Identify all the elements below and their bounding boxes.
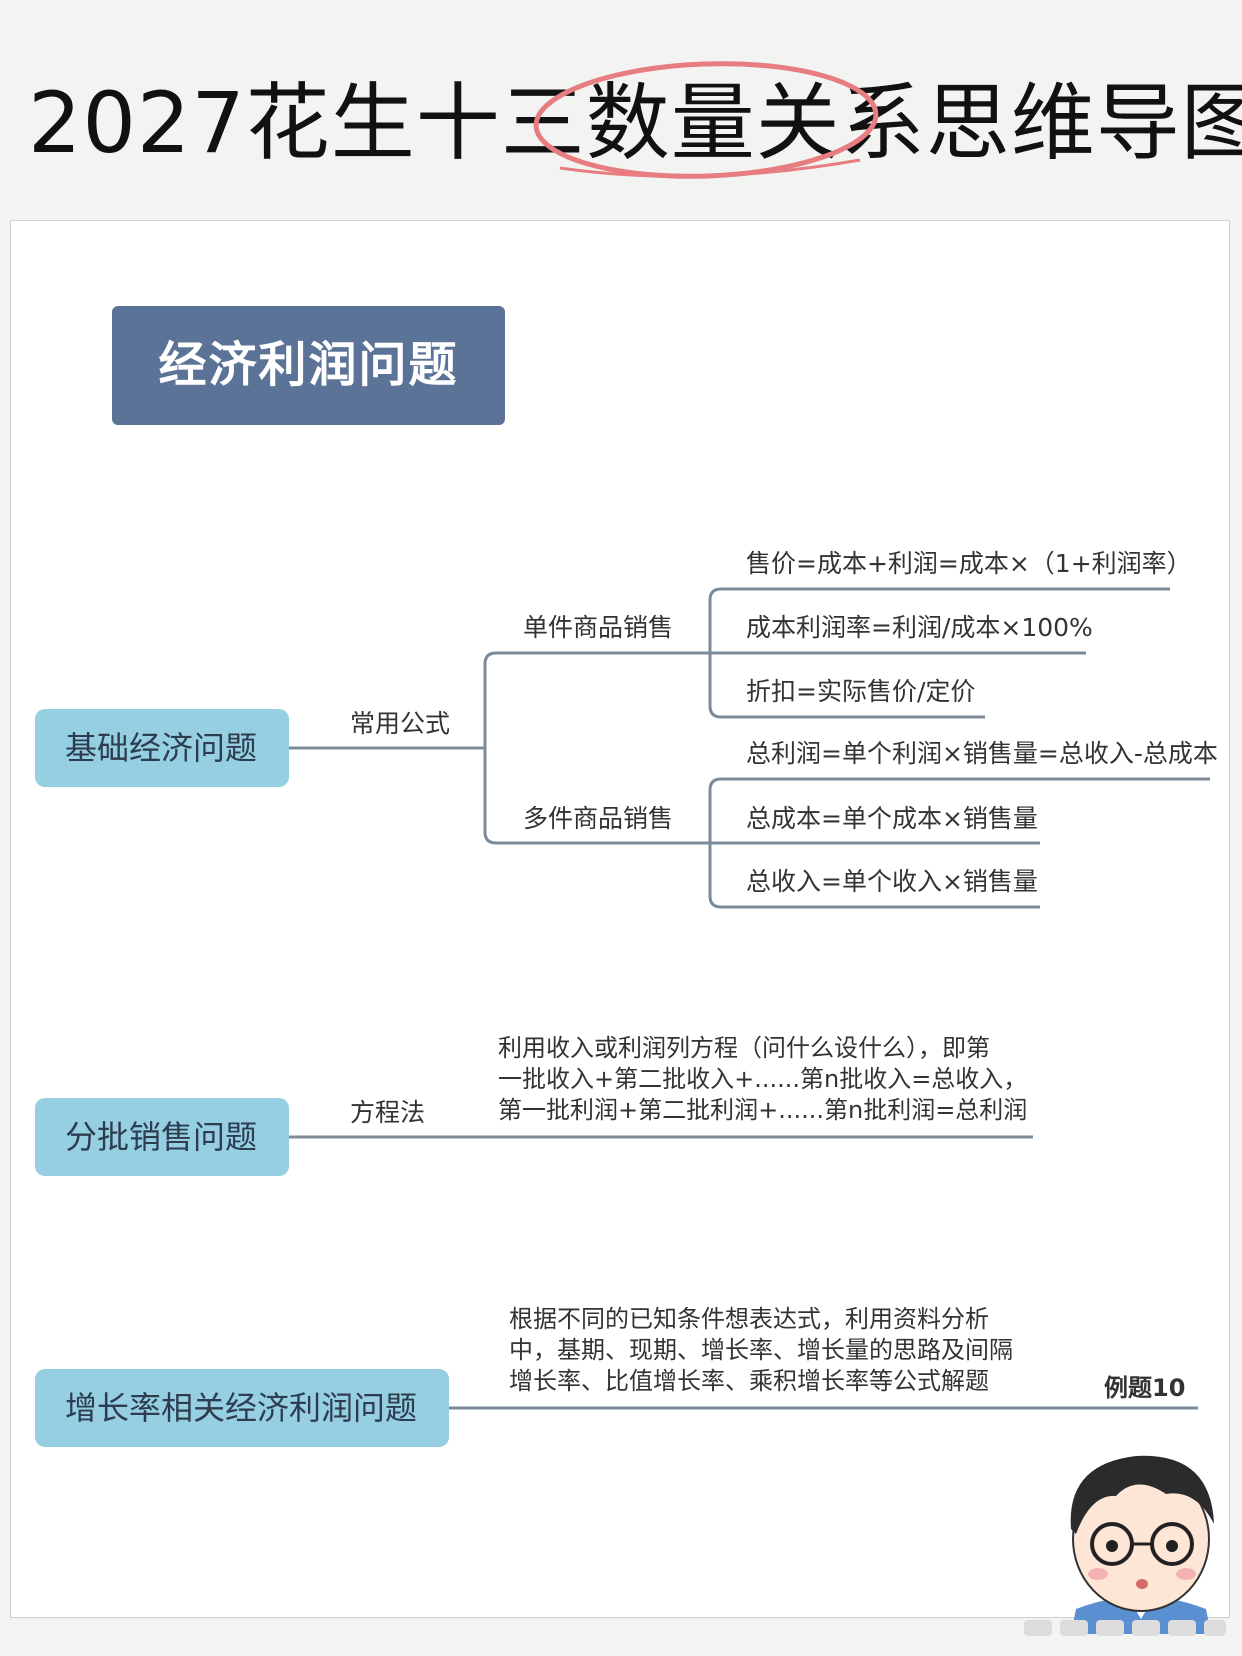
- main-topic: 经济利润问题: [112, 306, 505, 425]
- group-label-single-item: 单件商品销售: [523, 613, 674, 642]
- formula-item: 总利润=单个利润×销售量=总收入-总成本: [746, 739, 1218, 768]
- formula-item: 总收入=单个收入×销售量: [746, 867, 1038, 896]
- topic-basic-economics: 基础经济问题: [35, 709, 289, 787]
- topic-growth-rate-profit: 增长率相关经济利润问题: [35, 1369, 449, 1447]
- growth-rate-description: 根据不同的已知条件想表达式，利用资料分析 中，基期、现期、增长率、增长量的思路及…: [509, 1305, 1013, 1395]
- batch-sales-description: 利用收入或利润列方程（问什么设什么），即第 一批收入+第二批收入+......第…: [498, 1034, 1028, 1124]
- example-label: 例题10: [1104, 1374, 1186, 1402]
- method-label: 常用公式: [350, 709, 451, 738]
- formula-item: 总成本=单个成本×销售量: [746, 804, 1038, 833]
- topic-batch-sales: 分批销售问题: [35, 1098, 289, 1176]
- group-label-multi-item: 多件商品销售: [523, 804, 674, 833]
- formula-item: 售价=成本+利润=成本×（1+利润率）: [746, 549, 1192, 578]
- formula-item: 折扣=实际售价/定价: [746, 677, 976, 706]
- cartoon-avatar-icon: [1070, 1455, 1214, 1634]
- watermark-icon: [1024, 1620, 1226, 1636]
- formula-item: 成本利润率=利润/成本×100%: [746, 613, 1093, 642]
- method-label: 方程法: [350, 1098, 426, 1127]
- page-title: 2027花生十三数量关系思维导图: [28, 74, 1242, 172]
